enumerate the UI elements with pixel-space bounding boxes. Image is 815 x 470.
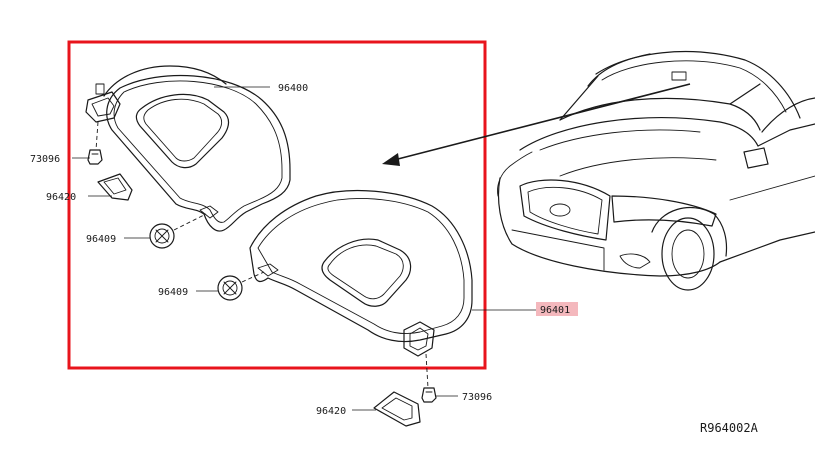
upper-clip-dashline [95,121,99,151]
lower-clip-dashline [425,353,429,389]
label-96409-upper: 96409 [86,234,116,245]
location-arrow [382,83,691,166]
cover-96420-left [97,173,133,201]
label-73096-left: 73096 [30,154,60,165]
highlight-frame [67,40,487,370]
label-96401: 96401 [540,305,570,316]
lower-pivot-bracket [403,321,435,357]
clip-73096-bottom [421,387,437,403]
label-96420-bottom: 96420 [316,406,346,417]
label-96420-left: 96420 [46,192,76,203]
reference-code: R964002A [700,421,759,435]
upper-sun-visor [103,65,291,232]
label-96401-highlight [536,302,578,316]
lower-sun-visor [249,189,473,343]
label-96409-lower: 96409 [158,287,188,298]
hook-96409-lower [217,271,265,301]
upper-pivot-bracket [85,83,121,123]
vehicle-outline [497,51,815,291]
label-96400: 96400 [278,83,308,94]
label-73096-bottom: 73096 [462,392,492,403]
cover-96420-bottom [373,391,421,427]
clip-73096-left [87,149,103,165]
hook-96409-upper [149,213,207,249]
